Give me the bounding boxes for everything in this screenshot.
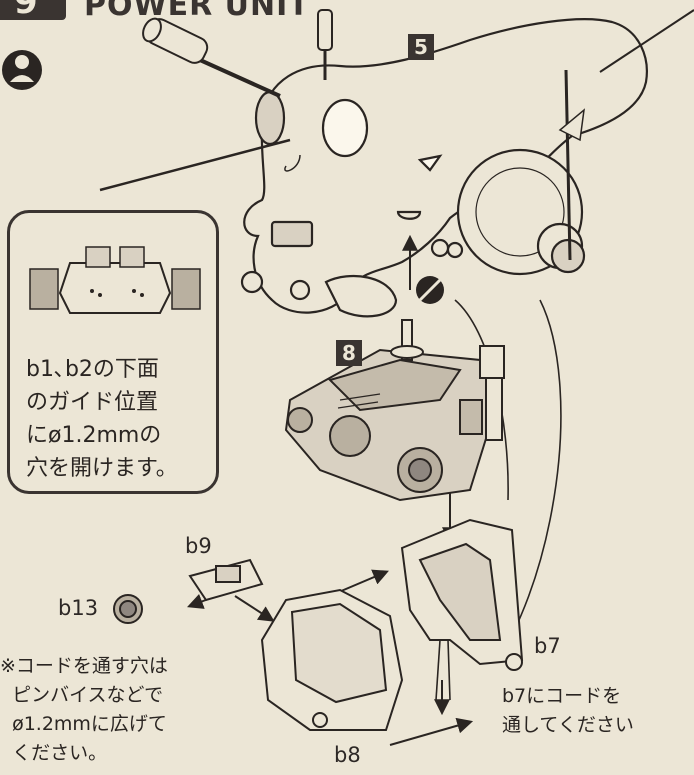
b7-wire-note: b7にコードを 通してください: [502, 685, 634, 736]
step-number-badge: 9: [0, 0, 66, 22]
antenna-rods: [99, 9, 694, 261]
body-part-5: [240, 18, 648, 318]
two-person-icon: [2, 50, 42, 90]
label-b13: b13: [58, 596, 99, 620]
part-5-callout: 5: [408, 34, 434, 60]
part-b7: [400, 518, 524, 671]
wire-hole-note: ※コードを通す穴は ピンバイスなどで ø1.2mmに広げて ください。: [0, 655, 168, 764]
drilling-note-box: b1､b2の下面 のガイド位置 にø1.2mmの 穴を開けます。: [7, 210, 219, 494]
part-b13: [113, 594, 143, 624]
step-title: POWER UNIT: [84, 0, 310, 23]
step-number: 9: [14, 0, 38, 22]
label-b9: b9: [185, 534, 212, 558]
guide-position-sketch: [29, 246, 201, 314]
part-b8: [260, 588, 404, 731]
wires: [435, 299, 562, 701]
label-b7: b7: [534, 634, 561, 658]
part-b9: [188, 558, 264, 602]
label-b8: b8: [334, 743, 361, 767]
drilling-note-text: b1､b2の下面 のガイド位置 にø1.2mmの 穴を開けます。: [26, 357, 178, 481]
engine-part-8: [284, 319, 505, 502]
part-8-callout: 8: [336, 340, 362, 366]
no-glue-icon: [416, 276, 444, 304]
